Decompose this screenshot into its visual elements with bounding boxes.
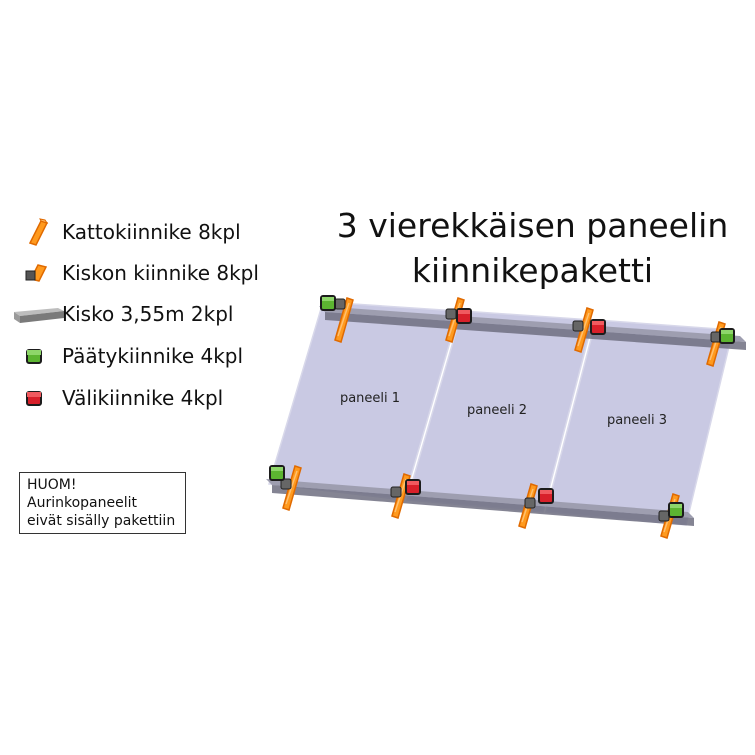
rail-icon bbox=[14, 308, 64, 323]
middle-clamp-icon bbox=[26, 391, 42, 406]
panel-2-label: paneeli 2 bbox=[467, 403, 527, 418]
legend-item-rail-connector: Kiskon kiinnike 8kpl bbox=[14, 257, 314, 287]
rail-connector-icon bbox=[445, 308, 457, 320]
middle-clamp-icon bbox=[538, 488, 554, 504]
end-clamp-icon bbox=[668, 502, 684, 518]
legend-label-end-clamp: Päätykiinnike 4kpl bbox=[62, 344, 244, 368]
legend-item-middle-clamp: Välikiinnike 4kpl bbox=[14, 382, 314, 412]
rail-connector-icon bbox=[25, 264, 48, 282]
notice-text-line-2: eivät sisälly pakettiin bbox=[27, 513, 176, 529]
rail-connector-icon bbox=[390, 486, 402, 498]
notice-heading: HUOM! bbox=[27, 477, 77, 493]
rail-connector-icon bbox=[524, 497, 536, 509]
rail-connector-icon bbox=[334, 298, 346, 310]
rail-connector-icon bbox=[658, 510, 670, 522]
panel-3-label: paneeli 3 bbox=[607, 413, 667, 428]
legend-label-rail-connector: Kiskon kiinnike 8kpl bbox=[62, 261, 259, 285]
roof-hook-icon bbox=[28, 218, 49, 246]
notice-text-line-1: Aurinkopaneelit bbox=[27, 495, 137, 511]
end-clamp-icon bbox=[719, 328, 735, 344]
notice-box: HUOM! Aurinkopaneelit eivät sisälly pake… bbox=[19, 472, 186, 534]
end-clamp-icon bbox=[320, 295, 336, 311]
middle-clamp-icon bbox=[590, 319, 606, 335]
rail-connector-icon bbox=[572, 320, 584, 332]
title-line-1: 3 vierekkäisen paneelin bbox=[336, 206, 729, 245]
legend-item-end-clamp: Päätykiinnike 4kpl bbox=[14, 340, 314, 370]
end-clamp-icon bbox=[26, 349, 42, 364]
end-clamp-icon bbox=[269, 465, 285, 481]
legend-label-rail: Kisko 3,55m 2kpl bbox=[62, 302, 234, 326]
panel-1-label: paneeli 1 bbox=[340, 391, 400, 406]
legend-item-rail: Kisko 3,55m 2kpl bbox=[14, 298, 314, 328]
middle-clamp-icon bbox=[456, 308, 472, 324]
legend-item-roof-hook: Kattokiinnike 8kpl bbox=[14, 216, 314, 246]
top-rail bbox=[319, 306, 746, 350]
bottom-rail bbox=[266, 479, 694, 526]
legend-label-middle-clamp: Välikiinnike 4kpl bbox=[62, 386, 224, 410]
legend-label-roof-hook: Kattokiinnike 8kpl bbox=[62, 220, 241, 244]
title-line-2: kiinnikepaketti bbox=[411, 251, 654, 290]
middle-clamp-icon bbox=[405, 479, 421, 495]
